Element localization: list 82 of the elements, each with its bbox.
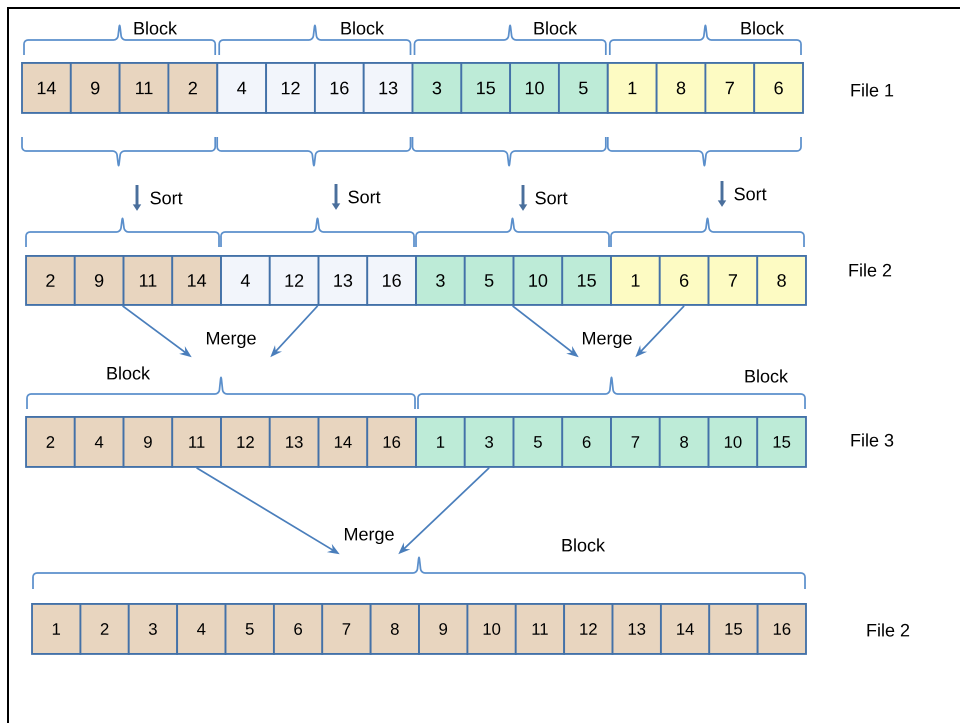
number-cell: 8 [370,603,420,655]
number-cell: 4 [74,416,124,468]
number-cell: 14 [21,62,72,114]
number-cell: 7 [708,255,758,306]
number-cell: 11 [171,416,222,468]
number-cell: 5 [512,416,564,468]
number-cell: 11 [118,62,170,114]
number-cell: 15 [460,62,512,114]
number-cell: 7 [704,62,756,114]
label: Block [534,21,578,35]
number-cell: 7 [321,603,372,655]
number-cell: 5 [464,255,514,306]
number-cell: 4 [220,255,271,306]
merge-label: Merge [582,332,632,348]
number-cell: 10 [708,416,758,468]
number-cell: 16 [756,603,807,655]
number-cell: 3 [412,62,462,114]
number-cell: 10 [466,603,517,655]
number-cell: 4 [216,62,268,114]
number-cell: 6 [658,255,710,306]
merge-label: Merge [344,528,394,544]
label: File 2 [849,263,892,277]
number-cell: 15 [756,416,807,468]
number-cell: 13 [362,62,414,114]
number-cell: 4 [176,603,226,655]
label: Sort [150,192,182,204]
number-cell: 15 [561,255,612,306]
number-cell: 5 [558,62,609,114]
number-cell: 6 [753,62,804,114]
label: Block [745,369,788,383]
number-cell: 10 [509,62,560,114]
label: File 2 [867,623,910,637]
number-cell: 14 [318,416,368,468]
number-cell: 14 [171,255,222,306]
number-cell: 2 [25,255,76,306]
number-cell: 15 [708,603,759,655]
number-cell: 8 [756,255,807,306]
number-cell: 3 [128,603,178,655]
label: Block [341,21,384,35]
number-cell: 9 [418,603,468,655]
number-cell: 3 [415,255,466,306]
number-cell: 1 [31,603,82,655]
label: Block [107,366,150,380]
merge-label: Merge [206,332,256,348]
number-cell: 12 [563,603,614,655]
label: Sort [535,192,568,204]
number-cell: 1 [606,62,658,114]
number-cell: 13 [612,603,662,655]
number-cell: 9 [122,416,174,468]
number-cell: 5 [224,603,275,655]
number-cell: 13 [318,255,368,306]
number-cell: 1 [415,416,466,468]
number-cell: 6 [272,603,324,655]
number-cell: 12 [265,62,316,114]
number-cell: 13 [268,416,320,468]
number-cell: 9 [74,255,124,306]
label: Block [741,21,784,35]
number-cell: 1 [610,255,661,306]
number-cell: 16 [366,416,417,468]
number-cell: 12 [268,255,320,306]
label: File 3 [851,433,894,447]
number-cell: 2 [167,62,218,114]
label: Sort [734,188,766,200]
number-cell: 8 [658,416,710,468]
label: Block [562,538,606,552]
number-cell: 12 [220,416,271,468]
number-cell: 11 [122,255,174,306]
label: Sort [348,190,380,204]
label: Block [134,21,178,35]
number-cell: 16 [366,255,417,306]
number-cell: 7 [610,416,661,468]
number-cell: 9 [70,62,121,114]
number-cell: 3 [464,416,514,468]
label: File 1 [851,83,894,97]
number-cell: 16 [314,62,365,114]
number-cell: 2 [79,603,130,655]
number-cell: 2 [25,416,76,468]
number-cell: 14 [660,603,710,655]
number-cell: 8 [656,62,706,114]
number-cell: 10 [512,255,564,306]
number-cell: 11 [514,603,566,655]
number-cell: 6 [561,416,612,468]
